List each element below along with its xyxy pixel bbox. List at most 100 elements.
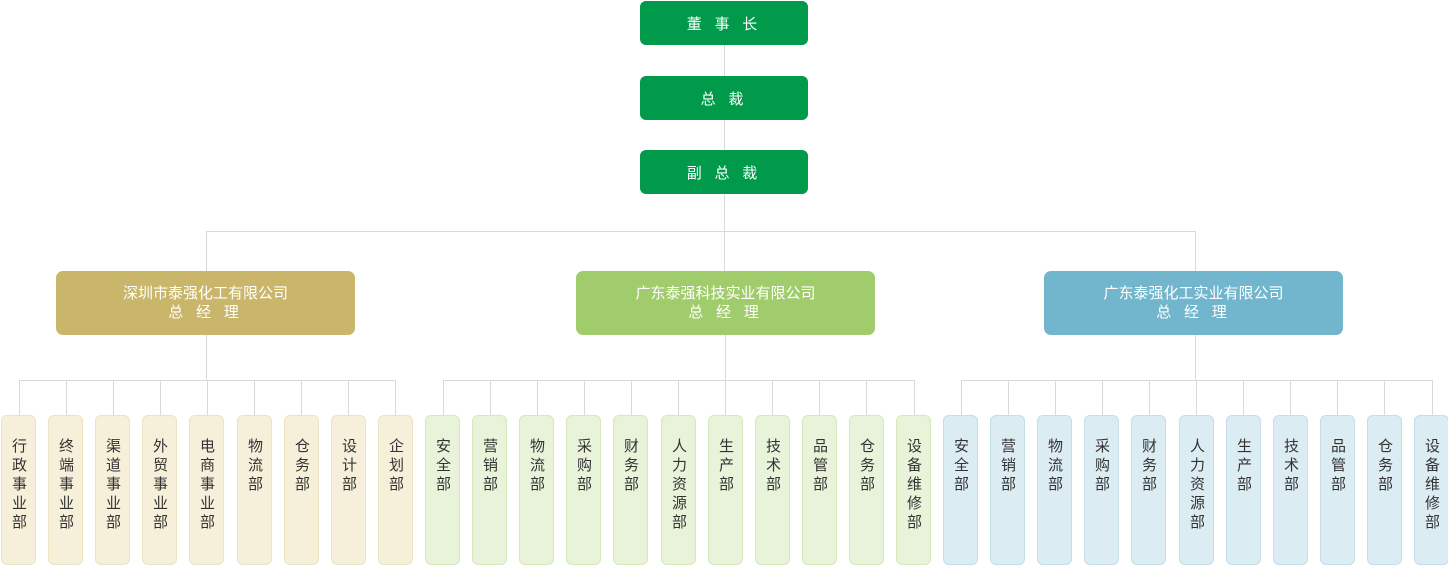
connector-company-to-departments bbox=[725, 335, 726, 380]
vice-president-box: 副 总 裁 bbox=[640, 150, 808, 194]
connector-department-bar bbox=[961, 380, 1433, 381]
department-label: 营销部 bbox=[481, 438, 499, 495]
department-label: 生产部 bbox=[717, 438, 735, 495]
general-manager-label: 总 经 理 bbox=[1156, 303, 1231, 321]
department-label: 人力资源部 bbox=[1188, 438, 1206, 533]
connector-department-drop bbox=[254, 380, 255, 415]
connector-department-drop bbox=[1432, 380, 1433, 415]
department-box: 安全部 bbox=[943, 415, 978, 565]
department-label: 仓务部 bbox=[858, 438, 876, 495]
department-label: 安全部 bbox=[952, 438, 970, 495]
connector-department-drop bbox=[490, 380, 491, 415]
department-label: 采购部 bbox=[575, 438, 593, 495]
department-label: 营销部 bbox=[999, 438, 1017, 495]
department-label: 人力资源部 bbox=[670, 438, 688, 533]
company-box-guangdong-chem: 广东泰强化工实业有限公司 总 经 理 bbox=[1044, 271, 1343, 335]
department-box: 品管部 bbox=[802, 415, 837, 565]
connector-department-drop bbox=[537, 380, 538, 415]
department-box: 财务部 bbox=[1131, 415, 1166, 565]
department-label: 技术部 bbox=[764, 438, 782, 495]
connector-department-drop bbox=[395, 380, 396, 415]
department-box: 人力资源部 bbox=[661, 415, 696, 565]
department-box: 设计部 bbox=[331, 415, 366, 565]
department-label: 采购部 bbox=[1093, 438, 1111, 495]
department-box: 终端事业部 bbox=[48, 415, 83, 565]
connector-department-drop bbox=[160, 380, 161, 415]
department-box: 渠道事业部 bbox=[95, 415, 130, 565]
department-box: 营销部 bbox=[990, 415, 1025, 565]
department-label: 终端事业部 bbox=[57, 438, 75, 533]
connector-department-drop bbox=[1290, 380, 1291, 415]
connector-department-drop bbox=[678, 380, 679, 415]
vice-president-label: 副 总 裁 bbox=[686, 163, 762, 182]
connector-department-drop bbox=[1337, 380, 1338, 415]
president-box: 总 裁 bbox=[640, 76, 808, 120]
department-label: 渠道事业部 bbox=[104, 438, 122, 533]
connector-vp-trunk bbox=[724, 193, 725, 271]
connector-department-drop bbox=[819, 380, 820, 415]
department-box: 人力资源部 bbox=[1179, 415, 1214, 565]
department-label: 技术部 bbox=[1282, 438, 1300, 495]
connector-department-drop bbox=[1149, 380, 1150, 415]
department-label: 品管部 bbox=[1329, 438, 1347, 495]
connector-company-1 bbox=[206, 231, 207, 271]
connector-department-drop bbox=[1196, 380, 1197, 415]
connector-company-to-departments bbox=[1195, 335, 1196, 380]
connector-department-drop bbox=[348, 380, 349, 415]
department-label: 设备维修部 bbox=[1423, 438, 1441, 533]
connector-department-drop bbox=[443, 380, 444, 415]
company-name: 广东泰强化工实业有限公司 bbox=[1103, 284, 1284, 302]
department-box: 财务部 bbox=[613, 415, 648, 565]
connector-chairman-president bbox=[724, 44, 725, 76]
department-box: 品管部 bbox=[1320, 415, 1355, 565]
department-label: 安全部 bbox=[434, 438, 452, 495]
president-label: 总 裁 bbox=[700, 89, 748, 108]
department-label: 物流部 bbox=[528, 438, 546, 495]
connector-department-drop bbox=[19, 380, 20, 415]
department-box: 安全部 bbox=[425, 415, 460, 565]
chairman-box: 董 事 长 bbox=[640, 1, 808, 45]
connector-company-3 bbox=[1195, 231, 1196, 271]
connector-department-drop bbox=[866, 380, 867, 415]
connector-department-drop bbox=[301, 380, 302, 415]
department-label: 品管部 bbox=[811, 438, 829, 495]
department-box: 生产部 bbox=[708, 415, 743, 565]
department-box: 外贸事业部 bbox=[142, 415, 177, 565]
connector-department-drop bbox=[1055, 380, 1056, 415]
department-box: 设备维修部 bbox=[1414, 415, 1448, 565]
department-box: 生产部 bbox=[1226, 415, 1261, 565]
connector-company-bar bbox=[206, 231, 1196, 232]
connector-department-drop bbox=[584, 380, 585, 415]
department-box: 行政事业部 bbox=[1, 415, 36, 565]
connector-department-drop bbox=[66, 380, 67, 415]
department-label: 财务部 bbox=[622, 438, 640, 495]
department-label: 仓务部 bbox=[1376, 438, 1394, 495]
general-manager-label: 总 经 理 bbox=[688, 303, 763, 321]
department-box: 设备维修部 bbox=[896, 415, 931, 565]
department-label: 设备维修部 bbox=[905, 438, 923, 533]
connector-department-drop bbox=[1384, 380, 1385, 415]
company-box-guangdong-tech: 广东泰强科技实业有限公司 总 经 理 bbox=[576, 271, 875, 335]
department-label: 仓务部 bbox=[293, 438, 311, 495]
department-box: 技术部 bbox=[1273, 415, 1308, 565]
department-box: 采购部 bbox=[566, 415, 601, 565]
company-name: 广东泰强科技实业有限公司 bbox=[635, 284, 816, 302]
department-box: 技术部 bbox=[755, 415, 790, 565]
connector-department-drop bbox=[631, 380, 632, 415]
department-label: 财务部 bbox=[1140, 438, 1158, 495]
chairman-label: 董 事 长 bbox=[686, 14, 762, 33]
connector-department-drop bbox=[113, 380, 114, 415]
connector-department-drop bbox=[772, 380, 773, 415]
department-label: 物流部 bbox=[246, 438, 264, 495]
general-manager-label: 总 经 理 bbox=[168, 303, 243, 321]
department-box: 营销部 bbox=[472, 415, 507, 565]
department-box: 物流部 bbox=[519, 415, 554, 565]
connector-department-drop bbox=[914, 380, 915, 415]
connector-department-drop bbox=[207, 380, 208, 415]
department-label: 电商事业部 bbox=[198, 438, 216, 533]
department-label: 设计部 bbox=[340, 438, 358, 495]
department-label: 行政事业部 bbox=[10, 438, 28, 533]
department-label: 物流部 bbox=[1046, 438, 1064, 495]
department-box: 仓务部 bbox=[849, 415, 884, 565]
department-box: 仓务部 bbox=[284, 415, 319, 565]
